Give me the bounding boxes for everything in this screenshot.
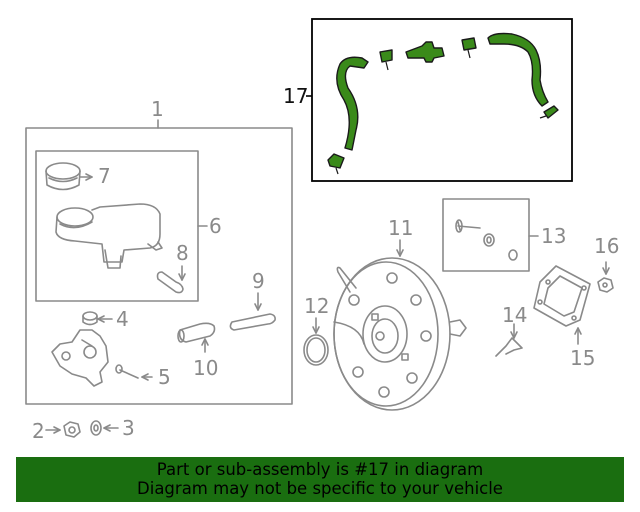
- callout-2: 2: [32, 419, 45, 443]
- gasket-15-part: [533, 265, 591, 345]
- bracket-14-part: [495, 323, 523, 357]
- banner-line-2: Diagram may not be specific to your vehi…: [137, 479, 503, 498]
- grommet-4-part: [82, 311, 113, 326]
- callout-4: 4: [116, 307, 129, 331]
- callout-17: 17: [283, 84, 309, 108]
- washer-3-part: [90, 420, 119, 436]
- callout-13: 13: [541, 224, 567, 248]
- callout-16: 16: [594, 234, 620, 258]
- master-cylinder-part: [51, 329, 109, 387]
- callout-9: 9: [252, 269, 265, 293]
- nut-16-part: [597, 261, 614, 293]
- banner-line-1: Part or sub-assembly is #17 in diagram: [156, 460, 484, 479]
- brake-booster-part: [333, 239, 467, 411]
- callout-5: 5: [158, 365, 171, 389]
- callout-11: 11: [388, 216, 414, 240]
- pushrod-10-part: [177, 322, 216, 353]
- callout-3: 3: [122, 416, 135, 440]
- callout-15: 15: [570, 346, 596, 370]
- highlight-box-17: [311, 18, 573, 182]
- callout-8: 8: [176, 241, 189, 265]
- bolt-5-part: [115, 364, 153, 381]
- callout-14: 14: [502, 303, 528, 327]
- kit-13-part: [455, 219, 518, 261]
- pin-8-part: [156, 271, 184, 294]
- pushrod-9-part: [229, 292, 276, 331]
- reservoir-6-box: [35, 150, 199, 302]
- info-banner: Part or sub-assembly is #17 in diagram D…: [16, 457, 624, 502]
- nut-2-part: [45, 421, 81, 438]
- callout-12: 12: [304, 294, 330, 318]
- callout-10: 10: [193, 356, 219, 380]
- callout-1: 1: [151, 97, 164, 121]
- reservoir-cap-part: [45, 162, 93, 191]
- kit-13-box: [442, 198, 530, 272]
- callout-7: 7: [98, 164, 111, 188]
- callout-6: 6: [209, 214, 222, 238]
- assembly-1-box: [25, 127, 293, 405]
- o-ring-12-part: [303, 317, 329, 366]
- vacuum-hose-assembly: [327, 32, 559, 169]
- reservoir-part: [55, 203, 163, 269]
